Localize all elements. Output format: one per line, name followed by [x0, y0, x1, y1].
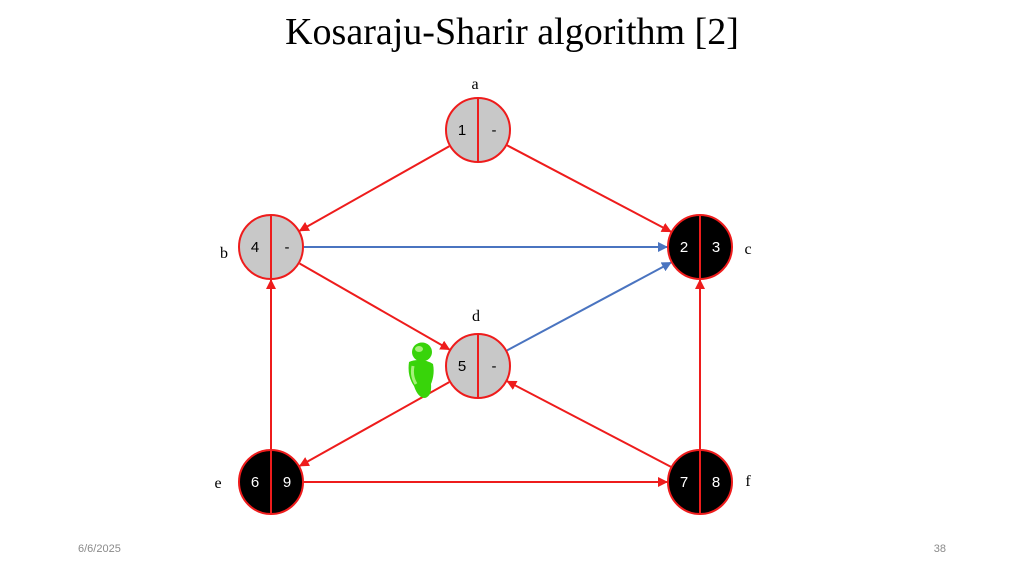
slide-date: 6/6/2025: [78, 543, 121, 555]
vertex-label-a: a: [471, 76, 478, 93]
slide-page-number: 38: [933, 543, 946, 555]
edge-b-d: [299, 262, 451, 351]
vertex-label-e: e: [214, 475, 221, 492]
vertex-label-b: b: [220, 245, 228, 262]
node-f-left-value: 7: [680, 474, 688, 491]
node-f-right-value: 8: [712, 474, 720, 491]
slide-title: Kosaraju-Sharir algorithm [2]: [285, 11, 739, 53]
node-c-right-value: 3: [712, 239, 720, 256]
node-b: 4-: [238, 214, 304, 280]
node-e-right-value: 9: [283, 474, 291, 491]
edge-a-b: [298, 145, 450, 232]
node-c-left-value: 2: [680, 239, 688, 256]
node-b-left-value: 4: [251, 239, 259, 256]
vertex-label-f: f: [745, 473, 751, 490]
edge-d-c: [506, 261, 672, 352]
vertex-label-c: c: [744, 241, 751, 258]
vertex-label-d: d: [472, 308, 480, 325]
person-icon: [408, 342, 434, 398]
node-a: 1-: [445, 97, 511, 163]
edge-f-d: [506, 380, 672, 468]
node-d-right-value: -: [492, 358, 497, 375]
node-d: 5-: [445, 333, 511, 399]
node-a-left-value: 1: [458, 122, 466, 139]
edge-a-c: [506, 144, 672, 233]
node-d-left-value: 5: [458, 358, 466, 375]
edges-layer: [266, 144, 705, 487]
node-e-left-value: 6: [251, 474, 259, 491]
node-b-right-value: -: [285, 239, 290, 256]
node-a-right-value: -: [492, 122, 497, 139]
labels-layer: a b c d e f: [214, 76, 751, 492]
